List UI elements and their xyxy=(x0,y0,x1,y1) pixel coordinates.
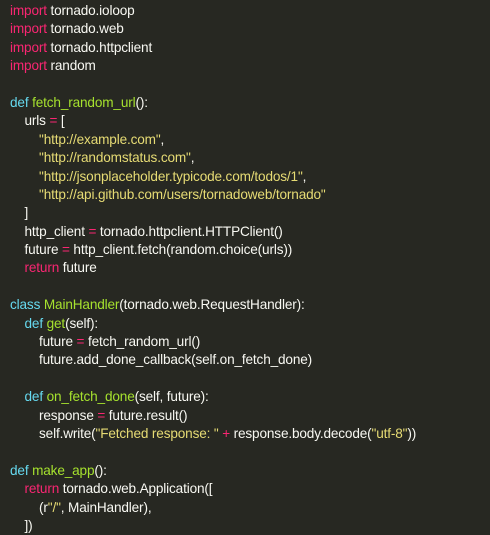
code-token: tornado.httpclient xyxy=(46,39,153,55)
code-token: (self): xyxy=(65,315,98,331)
code-line: def on_fetch_done(self, future): xyxy=(10,388,490,406)
keyword-token: return xyxy=(24,481,60,497)
code-token xyxy=(10,389,25,404)
function-name-token: on_fetch_done xyxy=(46,389,135,405)
code-token: self.write( xyxy=(10,425,96,441)
code-token: (tornado.web.RequestHandler): xyxy=(119,297,305,313)
code-line: import random xyxy=(10,57,490,75)
string-token: "http://example.com" xyxy=(39,131,161,147)
definition-token: def xyxy=(24,315,44,331)
code-token: tornado.web.Application([ xyxy=(59,481,213,497)
code-token xyxy=(10,187,39,202)
code-token xyxy=(10,481,25,496)
function-name-token: fetch_random_url xyxy=(32,94,136,110)
code-line: return tornado.web.Application([ xyxy=(10,480,490,498)
operator-token: = xyxy=(49,113,58,129)
code-line: "http://randomstatus.com", xyxy=(10,149,490,167)
code-token: future xyxy=(10,334,77,350)
function-name-token: get xyxy=(46,315,66,331)
operator-token: = xyxy=(88,223,97,239)
code-line xyxy=(10,278,490,296)
code-token: ]) xyxy=(10,517,33,533)
code-token: urls xyxy=(10,113,50,129)
code-token: , xyxy=(190,150,195,166)
code-token: (): xyxy=(94,462,107,478)
code-line: import tornado.web xyxy=(10,20,490,38)
definition-token: def xyxy=(24,389,44,405)
string-token: "utf-8" xyxy=(371,425,408,441)
code-line: def make_app(): xyxy=(10,462,490,480)
definition-token: def xyxy=(10,94,29,110)
code-token: (r xyxy=(10,499,48,515)
code-line: ]) xyxy=(10,517,490,535)
string-token: "http://randomstatus.com" xyxy=(39,150,191,166)
code-line: response = future.result() xyxy=(10,407,490,425)
string-token: "http://api.github.com/users/tornadoweb/… xyxy=(39,186,326,202)
code-line: "http://api.github.com/users/tornadoweb/… xyxy=(10,186,490,204)
code-line: self.write("Fetched response: " + respon… xyxy=(10,425,490,443)
code-line: future = fetch_random_url() xyxy=(10,333,490,351)
code-line: "http://example.com", xyxy=(10,131,490,149)
code-line xyxy=(10,370,490,388)
operator-token: + xyxy=(222,425,230,441)
keyword-token: import xyxy=(10,58,47,74)
code-token: response.body.decode( xyxy=(230,425,372,441)
code-line: def get(self): xyxy=(10,315,490,333)
code-token: future.result() xyxy=(105,407,188,423)
code-line: future = http_client.fetch(random.choice… xyxy=(10,241,490,259)
keyword-token: import xyxy=(10,3,47,18)
code-line xyxy=(10,443,490,461)
function-name-token: MainHandler xyxy=(43,297,120,313)
string-token: "/" xyxy=(47,499,61,515)
code-token: (): xyxy=(135,94,148,110)
definition-token: class xyxy=(10,297,41,313)
keyword-token: return xyxy=(24,260,60,276)
operator-token: = xyxy=(76,334,85,350)
code-token xyxy=(10,169,39,184)
code-token: , MainHandler), xyxy=(60,499,152,515)
code-line: ] xyxy=(10,204,490,222)
code-token: ] xyxy=(10,205,29,221)
code-token: response xyxy=(10,407,98,423)
code-token: future xyxy=(59,260,97,276)
definition-token: def xyxy=(10,462,29,478)
code-line: future.add_done_callback(self.on_fetch_d… xyxy=(10,351,490,369)
code-line: import tornado.ioloop xyxy=(10,2,490,20)
code-token: tornado.httpclient.HTTPClient() xyxy=(96,223,283,239)
keyword-token: import xyxy=(10,21,47,37)
operator-token: = xyxy=(62,242,70,258)
code-token: (self, future): xyxy=(134,389,209,405)
operator-token: = xyxy=(97,407,106,423)
code-token: http_client.fetch(random.choice(urls)) xyxy=(69,242,293,258)
code-token: tornado.web xyxy=(46,21,124,37)
code-line: def fetch_random_url(): xyxy=(10,94,490,112)
code-token xyxy=(10,316,25,331)
code-token: tornado.ioloop xyxy=(46,3,135,18)
code-line: "http://jsonplaceholder.typicode.com/tod… xyxy=(10,168,490,186)
code-line: http_client = tornado.httpclient.HTTPCli… xyxy=(10,223,490,241)
code-token: , xyxy=(302,168,307,184)
code-token: random xyxy=(46,58,96,74)
code-line: import tornado.httpclient xyxy=(10,39,490,57)
code-token xyxy=(10,150,39,165)
code-line: class MainHandler(tornado.web.RequestHan… xyxy=(10,296,490,314)
string-token: "http://jsonplaceholder.typicode.com/tod… xyxy=(39,168,303,184)
code-token: )) xyxy=(407,425,417,441)
code-token: future.add_done_callback(self.on_fetch_d… xyxy=(10,352,313,368)
code-token: future xyxy=(10,242,62,258)
code-token: fetch_random_url() xyxy=(84,334,201,350)
code-line xyxy=(10,76,490,94)
code-token xyxy=(10,132,39,147)
code-line: return future xyxy=(10,259,490,277)
code-token: http_client xyxy=(10,223,89,239)
string-token: "Fetched response: " xyxy=(95,425,219,441)
code-token: , xyxy=(160,131,165,147)
keyword-token: import xyxy=(10,39,47,55)
code-token xyxy=(10,260,25,275)
code-line: urls = [ xyxy=(10,112,490,130)
code-line: (r"/", MainHandler), xyxy=(10,499,490,517)
function-name-token: make_app xyxy=(32,462,95,478)
code-token: [ xyxy=(57,113,65,129)
